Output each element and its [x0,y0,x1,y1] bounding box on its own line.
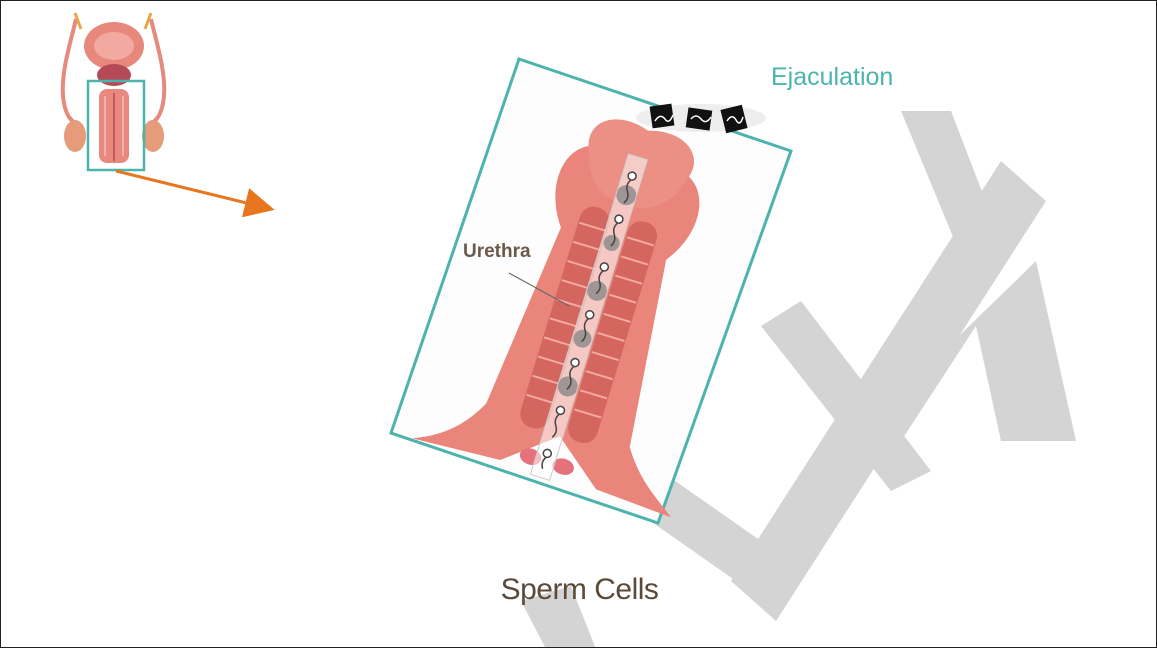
caption-title: Sperm Cells [1,573,1157,607]
ejaculation-label: Ejaculation [771,63,893,92]
urethra-label: Urethra [463,241,531,263]
